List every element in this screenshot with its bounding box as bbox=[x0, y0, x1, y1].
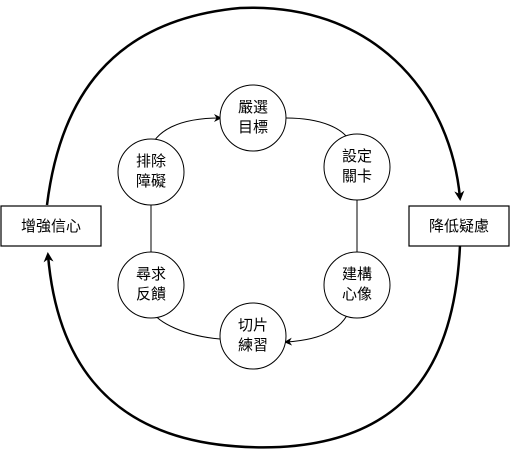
node-build-mental-image-line1: 建構 bbox=[342, 265, 372, 283]
node-remove-obstacles-line2: 障礙 bbox=[136, 172, 166, 190]
node-remove-obstacles: 排除 障礙 bbox=[117, 138, 185, 206]
node-build-mental-image-line2: 心像 bbox=[342, 285, 372, 303]
node-slice-practice: 切片 練習 bbox=[219, 302, 287, 370]
node-slice-practice-line1: 切片 bbox=[238, 316, 268, 334]
node-build-mental-image: 建構 心像 bbox=[323, 251, 391, 319]
node-select-goal-line1: 嚴選 bbox=[238, 98, 268, 116]
outer-loop-bottom-arrow bbox=[43, 244, 462, 449]
right-box: 降低疑慮 bbox=[408, 205, 510, 247]
node-set-checkpoints-line1: 設定 bbox=[342, 147, 372, 165]
node-seek-feedback-line1: 尋求 bbox=[136, 265, 166, 283]
node-remove-obstacles-line1: 排除 bbox=[136, 152, 166, 170]
node-select-goal-line2: 目標 bbox=[238, 118, 268, 136]
node-set-checkpoints: 設定 關卡 bbox=[323, 133, 391, 201]
left-box-label: 增強信心 bbox=[21, 217, 81, 235]
node-slice-practice-line2: 練習 bbox=[238, 336, 268, 354]
right-box-label: 降低疑慮 bbox=[429, 217, 489, 235]
node-seek-feedback-line2: 反饋 bbox=[136, 285, 166, 303]
node-set-checkpoints-line2: 關卡 bbox=[342, 167, 372, 185]
node-seek-feedback: 尋求 反饋 bbox=[117, 251, 185, 319]
outer-loop-top-arrow bbox=[45, 6, 465, 206]
node-select-goal: 嚴選 目標 bbox=[219, 84, 287, 152]
left-box: 增強信心 bbox=[0, 205, 102, 247]
